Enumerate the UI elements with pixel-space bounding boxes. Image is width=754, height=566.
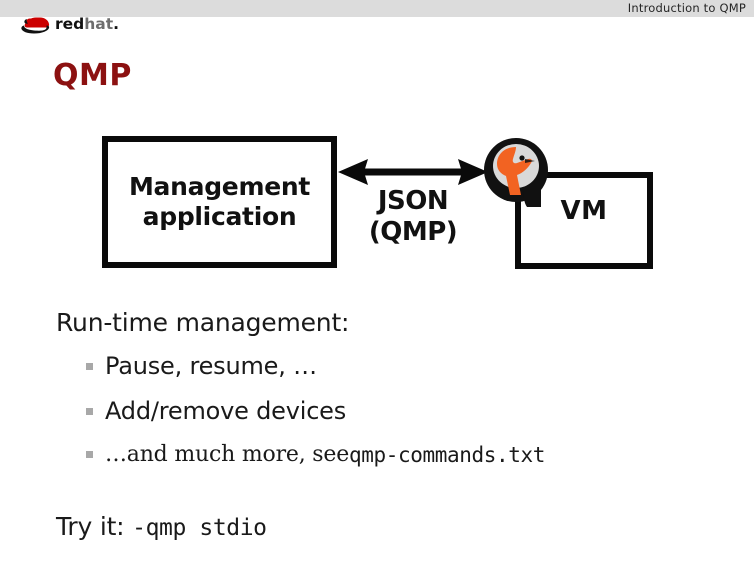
bullet-square-icon bbox=[86, 407, 93, 415]
try-it-prefix: Try it: bbox=[56, 512, 133, 541]
logo-word-dot: . bbox=[113, 15, 120, 34]
protocol-label-line-1: JSON bbox=[377, 186, 449, 216]
list-item: Add/remove devices bbox=[86, 397, 346, 425]
page-title: QMP bbox=[53, 58, 132, 93]
list-item: …and much more, see qmp-commands.txt bbox=[86, 442, 545, 467]
list-item-label: …and much more, see bbox=[105, 442, 350, 467]
logo-word-hat: hat bbox=[84, 15, 114, 34]
list-item-label: Add/remove devices bbox=[105, 397, 347, 425]
header-title: Introduction to QMP bbox=[627, 1, 746, 15]
vm-box bbox=[515, 172, 653, 269]
architecture-diagram: Management application JSON (QMP) VM bbox=[102, 136, 653, 269]
logo-word-red: red bbox=[55, 15, 85, 34]
protocol-label-line-2: (QMP) bbox=[368, 216, 458, 247]
bidirectional-arrow bbox=[338, 157, 488, 187]
header-band bbox=[0, 0, 754, 17]
list-item: Pause, resume, … bbox=[86, 352, 317, 380]
mgmt-box-line-2: application bbox=[142, 202, 297, 231]
redhat-shadowman-icon bbox=[21, 17, 50, 34]
qmp-stdio-flag: -qmp stdio bbox=[132, 515, 267, 541]
management-application-box: Management application bbox=[102, 136, 337, 268]
qmp-commands-file-name: qmp-commands.txt bbox=[349, 442, 545, 467]
protocol-label: JSON (QMP) bbox=[338, 186, 488, 247]
vm-box-label: VM bbox=[560, 196, 608, 226]
bullet-square-icon bbox=[86, 451, 93, 458]
bullet-square-icon bbox=[86, 362, 93, 370]
try-it-line: Try it: -qmp stdio bbox=[56, 512, 267, 541]
list-item-label: Pause, resume, … bbox=[105, 352, 317, 380]
double-headed-arrow-icon bbox=[338, 159, 488, 185]
redhat-wordmark: redhat. bbox=[55, 17, 119, 33]
mgmt-box-line-1: Management bbox=[128, 171, 311, 201]
qemu-logo-icon bbox=[484, 138, 548, 207]
redhat-logo: redhat. bbox=[20, 14, 119, 36]
content-lead-line: Run-time management: bbox=[56, 308, 350, 337]
